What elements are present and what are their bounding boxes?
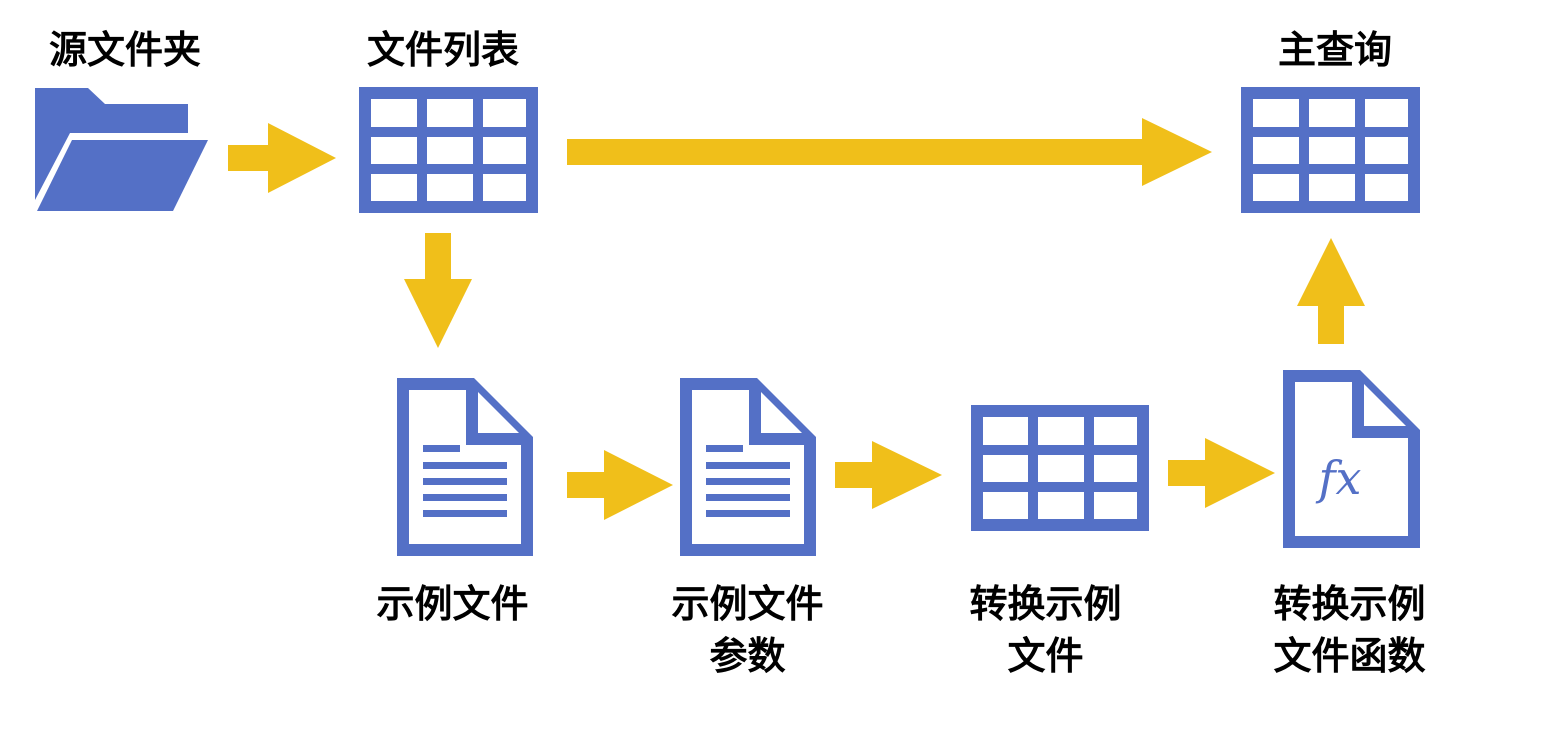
- label-transform-sample-file: 转换示例 文件: [969, 582, 1122, 678]
- arrow-folder-to-filelist: [228, 123, 336, 193]
- label-sample-file-param: 示例文件 参数: [671, 582, 824, 678]
- table-icon: [1241, 87, 1420, 213]
- label-sample-file: 示例文件: [376, 582, 529, 626]
- label-transform-sample-file-func: 转换示例 文件函数: [1273, 582, 1426, 678]
- arrow-transform-to-function: [1168, 438, 1275, 508]
- document-icon: [680, 378, 816, 556]
- arrow-param-to-transform: [835, 441, 942, 509]
- folder-icon: [35, 88, 208, 211]
- arrow-samplefile-to-param: [567, 450, 673, 520]
- label-source-folder: 源文件夹: [48, 28, 201, 72]
- arrow-function-to-mainquery: [1297, 238, 1365, 344]
- table-icon: [971, 405, 1149, 531]
- function-document-icon: fx: [1283, 370, 1420, 548]
- arrow-filelist-to-samplefile: [404, 233, 472, 348]
- label-main-query: 主查询: [1277, 28, 1392, 72]
- label-file-list: 文件列表: [366, 28, 519, 72]
- table-icon: [359, 87, 538, 213]
- document-icon: [397, 378, 533, 556]
- arrow-filelist-to-mainquery: [567, 118, 1212, 186]
- fx-glyph: fx: [1316, 451, 1362, 505]
